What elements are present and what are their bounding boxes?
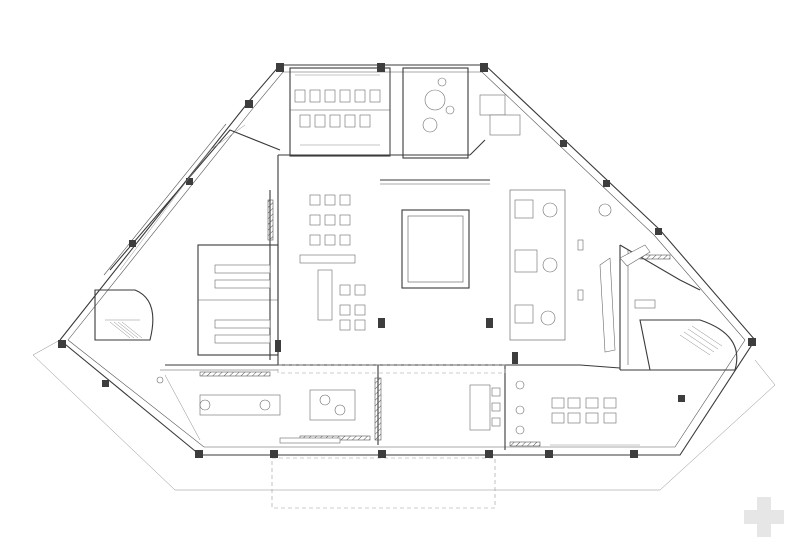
stair-west <box>94 289 154 341</box>
central-atrium <box>380 179 490 289</box>
office-desks <box>214 264 271 344</box>
west-corridor <box>119 124 246 441</box>
lower-left-room <box>199 389 356 444</box>
meeting-room-furniture <box>422 77 455 133</box>
exterior-walls <box>59 64 756 456</box>
east-counters <box>599 244 656 353</box>
seating-grid <box>550 397 640 446</box>
stair-east <box>639 319 738 371</box>
lounge-furniture <box>509 189 612 341</box>
cafe-tables <box>299 194 366 331</box>
structural-columns <box>58 63 756 458</box>
corner-lounge <box>479 94 521 136</box>
watermark-plus-icon <box>744 497 784 537</box>
restroom-fixtures <box>294 74 381 146</box>
site-boundary <box>32 339 776 509</box>
lower-right-room <box>469 380 525 435</box>
